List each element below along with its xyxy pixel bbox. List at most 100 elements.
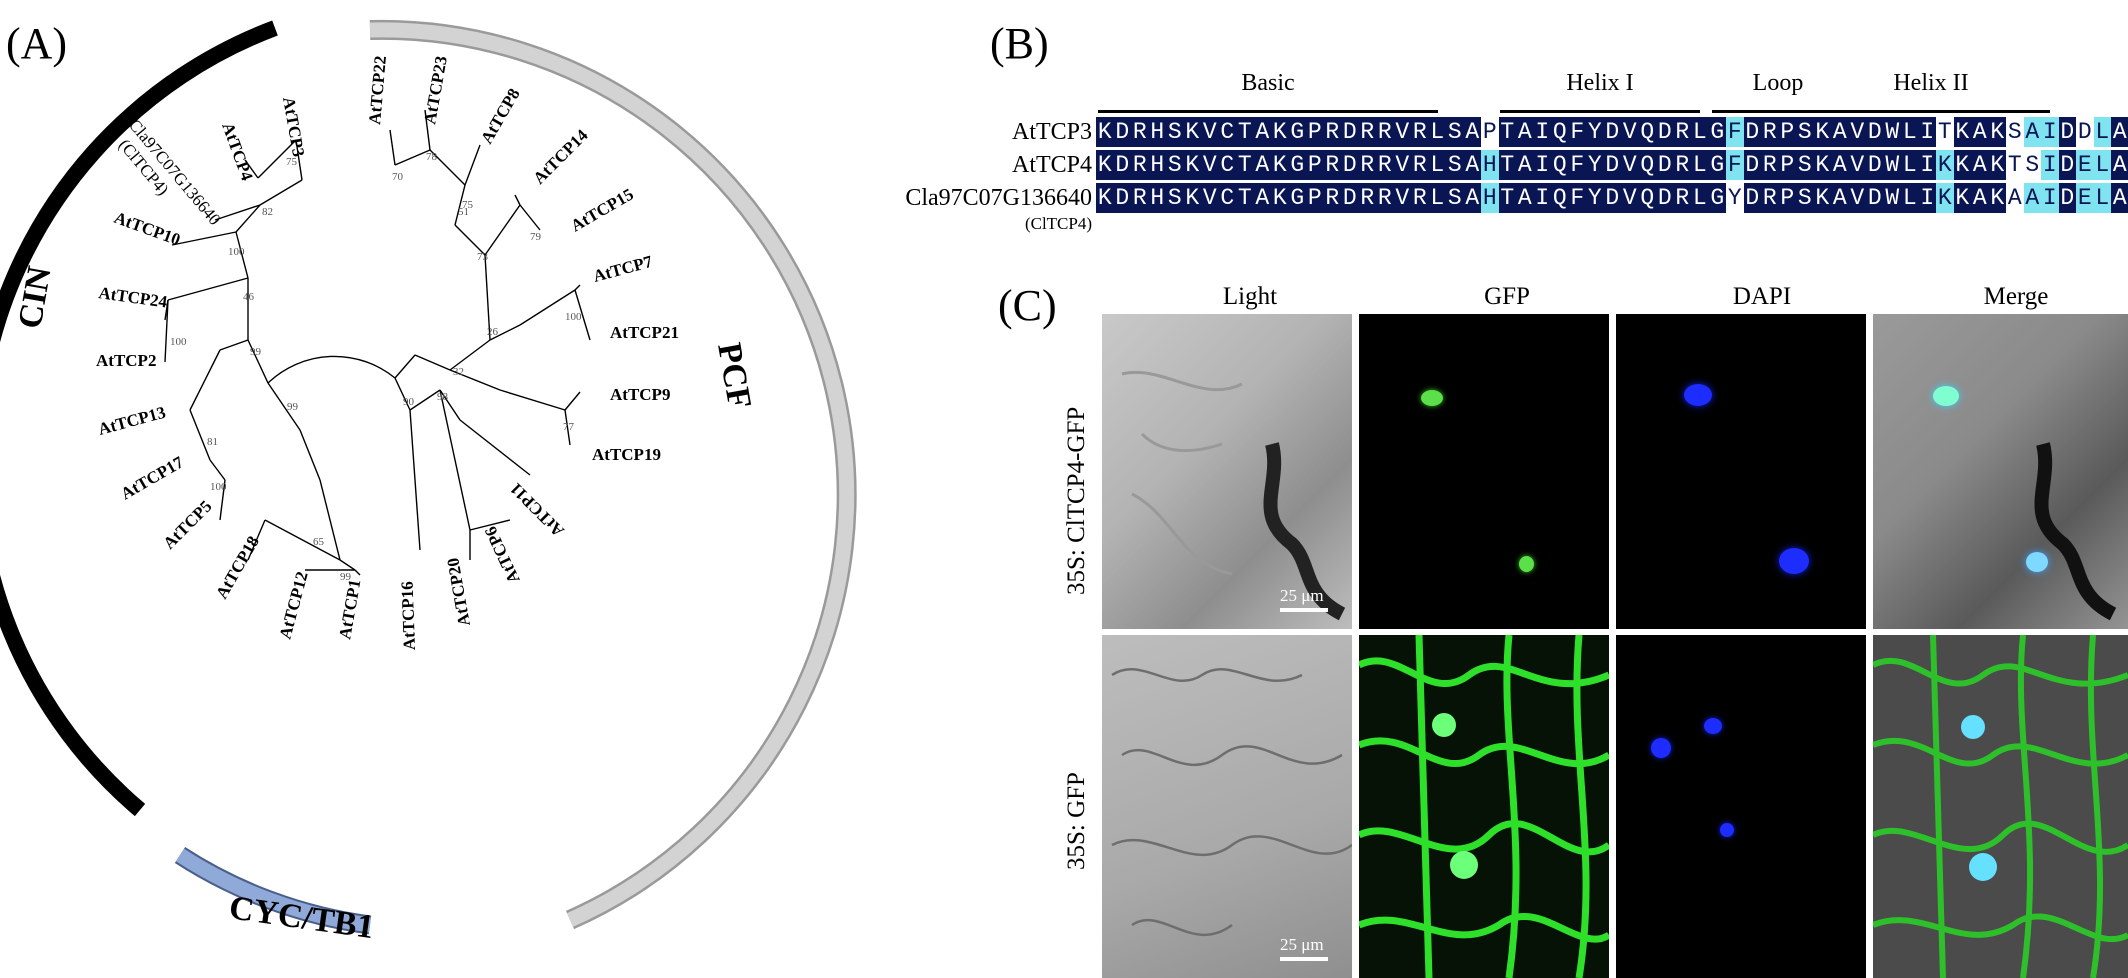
residue: K xyxy=(1955,185,1970,211)
leaf-attcp10: AtTCP10 xyxy=(112,208,183,249)
sequence-subname: (ClTCP4) xyxy=(1024,214,1092,233)
residue: V xyxy=(1395,119,1410,145)
residue: R xyxy=(1762,152,1777,178)
leaf-attcp21: AtTCP21 xyxy=(610,323,679,342)
residue: R xyxy=(1762,119,1777,145)
residue: V xyxy=(1202,152,1217,178)
residue: P xyxy=(1780,152,1795,178)
leaf-attcp24: AtTCP24 xyxy=(97,283,168,311)
bootstrap-value: 100 xyxy=(210,481,227,493)
residue: D xyxy=(2060,152,2075,178)
residue: Y xyxy=(1587,119,1602,145)
residue: F xyxy=(1570,185,1585,211)
residue: V xyxy=(1850,119,1865,145)
residue: Q xyxy=(1552,119,1567,145)
residue: K xyxy=(1990,185,2005,211)
residue: L xyxy=(1902,185,1917,211)
residue: D xyxy=(1342,119,1357,145)
cin-arc xyxy=(0,20,278,817)
residue: A xyxy=(2006,183,2024,213)
residue: K xyxy=(1185,119,1200,145)
residue: D xyxy=(1657,152,1672,178)
residue: S xyxy=(1447,185,1462,211)
residue: A xyxy=(2112,152,2127,178)
residue: A xyxy=(1972,119,1987,145)
residue: K xyxy=(1936,183,1954,213)
leaf-attcp1: AtTCP1 xyxy=(335,578,364,641)
residue: K xyxy=(1990,152,2005,178)
residue: F xyxy=(1726,117,1744,147)
leaf-attcp6: AtTCP6 xyxy=(481,524,524,587)
residue: R xyxy=(1132,152,1147,178)
residue: S xyxy=(2006,117,2024,147)
residue: D xyxy=(2076,117,2094,147)
image-gfp-cltcp4 xyxy=(1359,314,1609,629)
residue: I xyxy=(1920,185,1935,211)
residue: V xyxy=(1395,185,1410,211)
panel-c-label: (C) xyxy=(998,281,1057,330)
column-header-light: Light xyxy=(1222,283,1278,310)
residue: I xyxy=(2041,183,2059,213)
residue: A xyxy=(1517,152,1532,178)
residue: D xyxy=(1745,185,1760,211)
leaf-attcp22: AtTCP22 xyxy=(365,55,390,125)
residue: V xyxy=(1202,185,1217,211)
phylogenetic-tree: CIN PCF CYC/TB1 AtTCP3 AtTCP4 Cla97C07G1… xyxy=(0,19,857,946)
image-dapi-cltcp4 xyxy=(1616,314,1866,629)
residue: P xyxy=(1307,119,1322,145)
tree-branches xyxy=(164,109,591,576)
bootstrap-value: 46 xyxy=(243,291,255,303)
residue: F xyxy=(1726,150,1744,180)
column-header-merge: Merge xyxy=(1983,283,2049,310)
residue: E xyxy=(2076,183,2094,213)
residue: S xyxy=(1447,119,1462,145)
residue: D xyxy=(1867,152,1882,178)
residue: F xyxy=(1570,152,1585,178)
residue: S xyxy=(1797,152,1812,178)
residue: K xyxy=(1097,152,1112,178)
region-helix-2: Helix II xyxy=(1812,70,2050,113)
residue: Y xyxy=(1587,185,1602,211)
residue: D xyxy=(1605,152,1620,178)
residue: Q xyxy=(1552,152,1567,178)
residue: Y xyxy=(1587,152,1602,178)
image-gfp-gfp xyxy=(1359,635,1609,978)
residue: R xyxy=(1377,185,1392,211)
residue: A xyxy=(1517,119,1532,145)
residue: K xyxy=(1990,119,2005,145)
residue: K xyxy=(1272,152,1287,178)
residue: I xyxy=(1535,152,1550,178)
pcf-arc xyxy=(369,22,855,927)
bootstrap-value: 98 xyxy=(437,391,449,403)
leaf-attcp18: AtTCP18 xyxy=(212,533,263,602)
residue: S xyxy=(2023,150,2041,180)
residue: C xyxy=(1220,185,1235,211)
residue: L xyxy=(1430,152,1445,178)
leaf-attcp19: AtTCP19 xyxy=(592,445,661,464)
residue: R xyxy=(1360,119,1375,145)
residue: D xyxy=(1867,185,1882,211)
residue: R xyxy=(1360,152,1375,178)
residue: T xyxy=(1500,185,1515,211)
leaf-attcp11: AtTCP11 xyxy=(506,479,568,541)
leaf-attcp13: AtTCP13 xyxy=(96,403,168,439)
residue: T xyxy=(1237,119,1252,145)
residue: Q xyxy=(1640,119,1655,145)
residue: S xyxy=(1447,152,1462,178)
residue: Q xyxy=(1640,185,1655,211)
residue: A xyxy=(1517,185,1532,211)
bootstrap-value: 99 xyxy=(250,346,262,358)
residue: D xyxy=(1745,152,1760,178)
bootstrap-value: 100 xyxy=(228,246,245,258)
residue: D xyxy=(1657,185,1672,211)
residue: K xyxy=(1815,152,1830,178)
bootstrap-value: 75 xyxy=(286,156,298,168)
residue: L xyxy=(1692,119,1707,145)
pcf-clade-label: PCF xyxy=(710,340,758,412)
residue: R xyxy=(1360,185,1375,211)
leaf-attcp9: AtTCP9 xyxy=(610,385,670,404)
column-header-dapi: DAPI xyxy=(1732,283,1792,310)
residue: R xyxy=(1675,185,1690,211)
residue: K xyxy=(1097,119,1112,145)
